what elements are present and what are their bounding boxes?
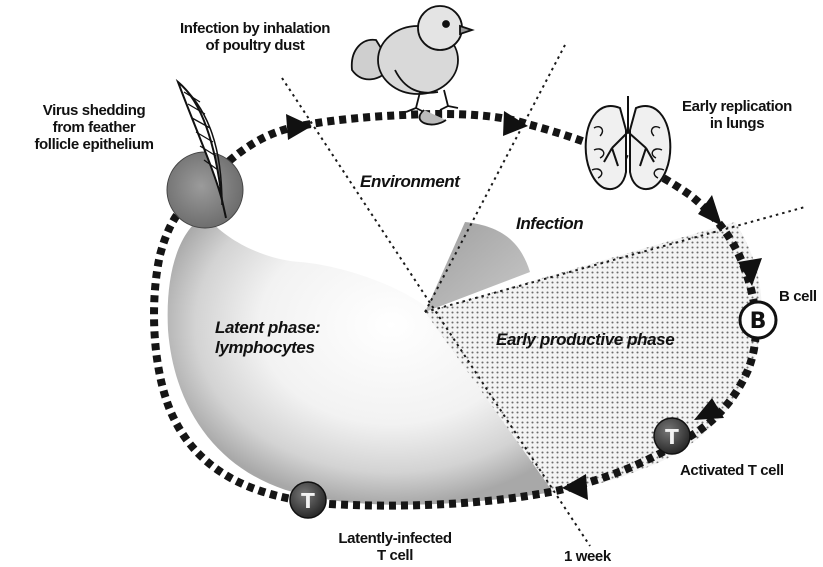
label-inhalation: Infection by inhalation of poultry dust: [150, 20, 360, 54]
label-activated-t-cell: Activated T cell: [680, 462, 784, 479]
activated-t-letter: T: [665, 425, 679, 449]
label-early-productive-phase: Early productive phase: [496, 330, 674, 350]
chick-icon: [352, 6, 472, 125]
label-one-week: 1 week: [564, 548, 611, 565]
label-early-replication: Early replication in lungs: [672, 98, 802, 132]
latent-t-letter: T: [301, 489, 315, 513]
feather-follicle: [167, 152, 243, 228]
label-environment: Environment: [360, 172, 460, 192]
activated-t-cell: T: [654, 418, 690, 454]
b-cell-letter: B: [750, 309, 767, 334]
b-cell: B: [740, 302, 776, 338]
latent-t-cell: T: [290, 482, 326, 518]
label-latently-infected-t-cell: Latently-infected T cell: [315, 530, 475, 564]
label-virus-shedding: Virus shedding from feather follicle epi…: [14, 102, 174, 153]
label-b-cell: B cell: [779, 288, 817, 305]
label-infection: Infection: [516, 214, 583, 234]
lungs-icon: [586, 96, 671, 189]
label-latent-phase: Latent phase: lymphocytes: [215, 318, 320, 358]
arrowhead-right-top: [698, 195, 722, 226]
